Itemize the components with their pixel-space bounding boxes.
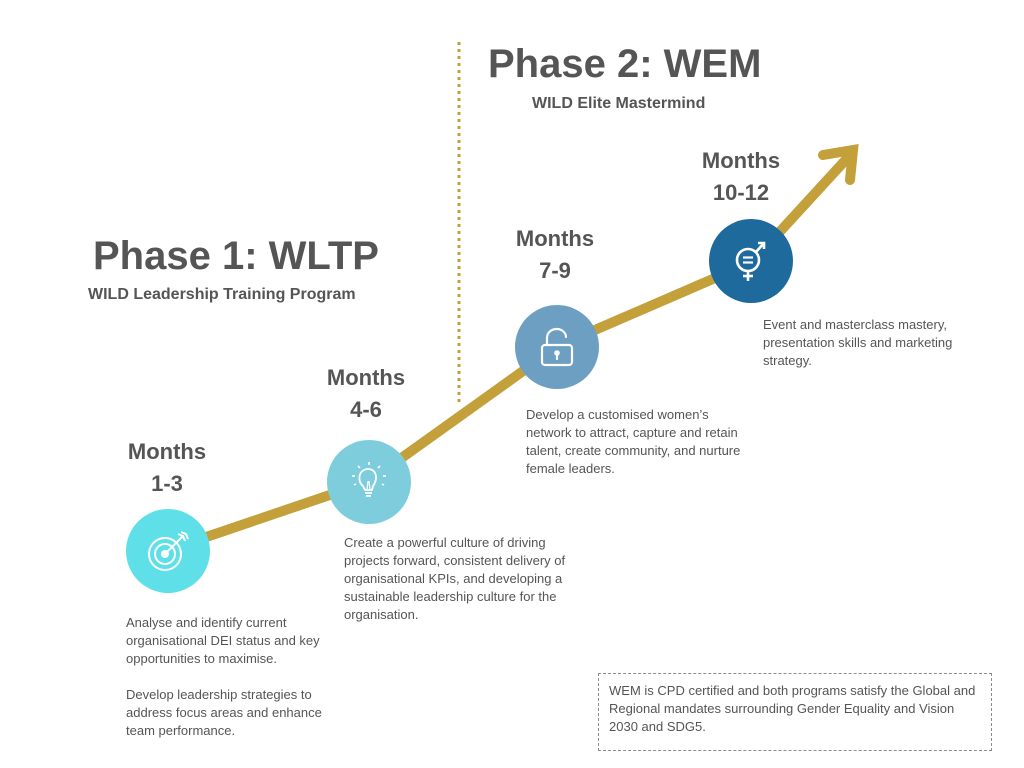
growth-arrow-line — [163, 148, 857, 555]
milestone-1-description-para-1: Analyse and identify current organisatio… — [126, 615, 320, 666]
milestone-1-months-label: Months — [127, 439, 207, 464]
target-icon — [148, 531, 189, 571]
milestone-3-circle — [515, 305, 599, 389]
gender-equality-icon — [735, 241, 766, 281]
milestone-3-months-label: Months — [515, 226, 595, 251]
milestone-3-description: Develop a customised women’s network to … — [526, 406, 741, 478]
arrow-head-icon — [818, 143, 859, 185]
milestone-2-months-range: 4-6 — [350, 397, 382, 422]
milestone-1-description: Analyse and identify current organisatio… — [126, 614, 331, 740]
milestone-4-months: Months 10-12 — [691, 145, 791, 209]
milestone-2-circle — [327, 440, 411, 524]
certification-note: WEM is CPD certified and both programs s… — [598, 673, 992, 751]
milestone-4-months-range: 10-12 — [712, 180, 770, 205]
lightbulb-icon — [352, 462, 386, 497]
milestone-4-description: Event and masterclass mastery, presentat… — [763, 316, 978, 370]
milestone-4-months-label: Months — [701, 148, 781, 173]
unlock-icon — [540, 327, 574, 367]
phase2-title: Phase 2: WEM — [488, 42, 762, 86]
phase1-subtitle: WILD Leadership Training Program — [88, 286, 356, 303]
milestone-1-months: Months 1-3 — [117, 436, 217, 500]
milestone-1-months-range: 1-3 — [151, 471, 183, 496]
milestone-1-circle — [126, 509, 210, 593]
milestone-4-circle — [709, 219, 793, 303]
milestone-1-description-para-2: Develop leadership strategies to address… — [126, 687, 322, 738]
milestone-3-months: Months 7-9 — [505, 223, 605, 287]
phase2-subtitle: WILD Elite Mastermind — [532, 95, 706, 112]
milestone-4-description-para-1: Event and masterclass mastery, presentat… — [763, 317, 953, 368]
milestone-3-description-para-1: Develop a customised women’s network to … — [526, 407, 741, 476]
milestone-2-months-label: Months — [326, 365, 406, 390]
milestone-2-months: Months 4-6 — [316, 362, 416, 426]
milestone-2-description: Create a powerful culture of driving pro… — [344, 534, 584, 624]
milestone-2-description-para-1: Create a powerful culture of driving pro… — [344, 535, 566, 622]
phase1-title: Phase 1: WLTP — [93, 234, 379, 278]
milestone-3-months-range: 7-9 — [539, 258, 571, 283]
